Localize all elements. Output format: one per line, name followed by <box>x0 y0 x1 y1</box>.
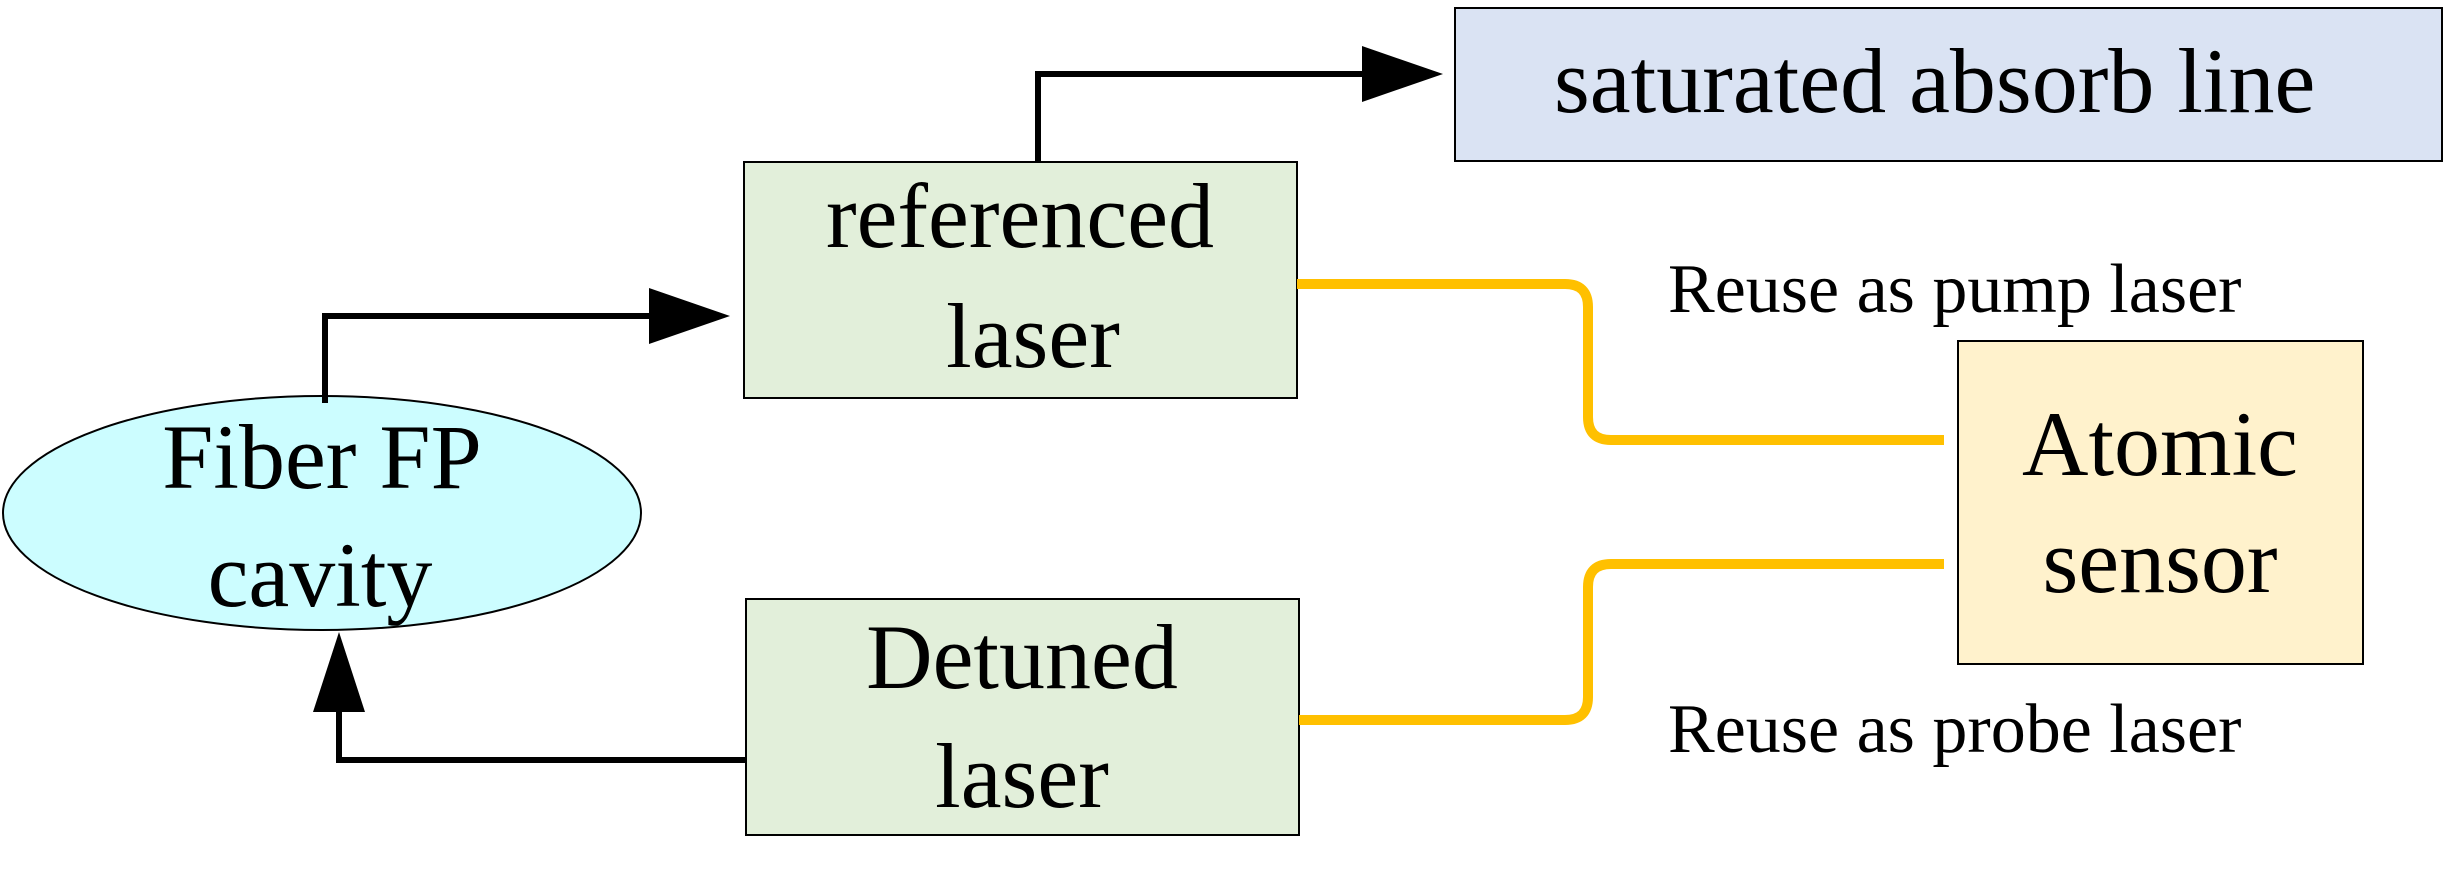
referenced-laser-box <box>743 161 1298 399</box>
pump-annotation: Reuse as pump laser <box>1668 251 2241 328</box>
arrowheads <box>313 46 1443 712</box>
fiber-fp-cavity-label-line1: Fiber FP <box>162 406 482 508</box>
arrowhead-cavity <box>313 632 365 712</box>
referenced-laser-node: referenced laser <box>743 161 1298 399</box>
arrow-referenced-to-absorb <box>1035 71 1370 162</box>
detuned-laser-label-line2: laser <box>935 725 1109 827</box>
fiber-link-pump <box>1297 279 1944 445</box>
atomic-sensor-label-line2: sensor <box>2042 510 2277 612</box>
atomic-sensor-node: Atomic sensor <box>1957 340 2364 665</box>
fiber-links <box>1297 279 1944 725</box>
fiber-link-probe <box>1299 559 1944 725</box>
fiber-fp-cavity-node: Fiber FP cavity <box>2 395 642 631</box>
saturated-absorb-box <box>1454 7 2443 162</box>
arrowhead-absorb <box>1362 46 1443 102</box>
fiber-fp-cavity-label-line2: cavity <box>208 524 433 626</box>
arrow-cavity-to-referenced <box>322 313 650 403</box>
arrowhead-referenced <box>649 288 730 344</box>
referenced-laser-label-line1: referenced <box>826 165 1214 267</box>
detuned-laser-label-line1: Detuned <box>866 606 1178 708</box>
atomic-sensor-label-line1: Atomic <box>2022 393 2298 495</box>
saturated-absorb-label: saturated absorb line <box>1554 30 2315 132</box>
saturated-absorb-node: saturated absorb line <box>1454 7 2443 162</box>
probe-annotation: Reuse as probe laser <box>1668 691 2241 768</box>
arrow-detuned-to-cavity <box>336 712 746 763</box>
detuned-laser-node: Detuned laser <box>745 598 1300 836</box>
detuned-laser-box <box>745 598 1300 836</box>
connector-arrows <box>322 71 1370 763</box>
atomic-sensor-box <box>1957 340 2364 665</box>
referenced-laser-label-line2: laser <box>946 285 1120 387</box>
